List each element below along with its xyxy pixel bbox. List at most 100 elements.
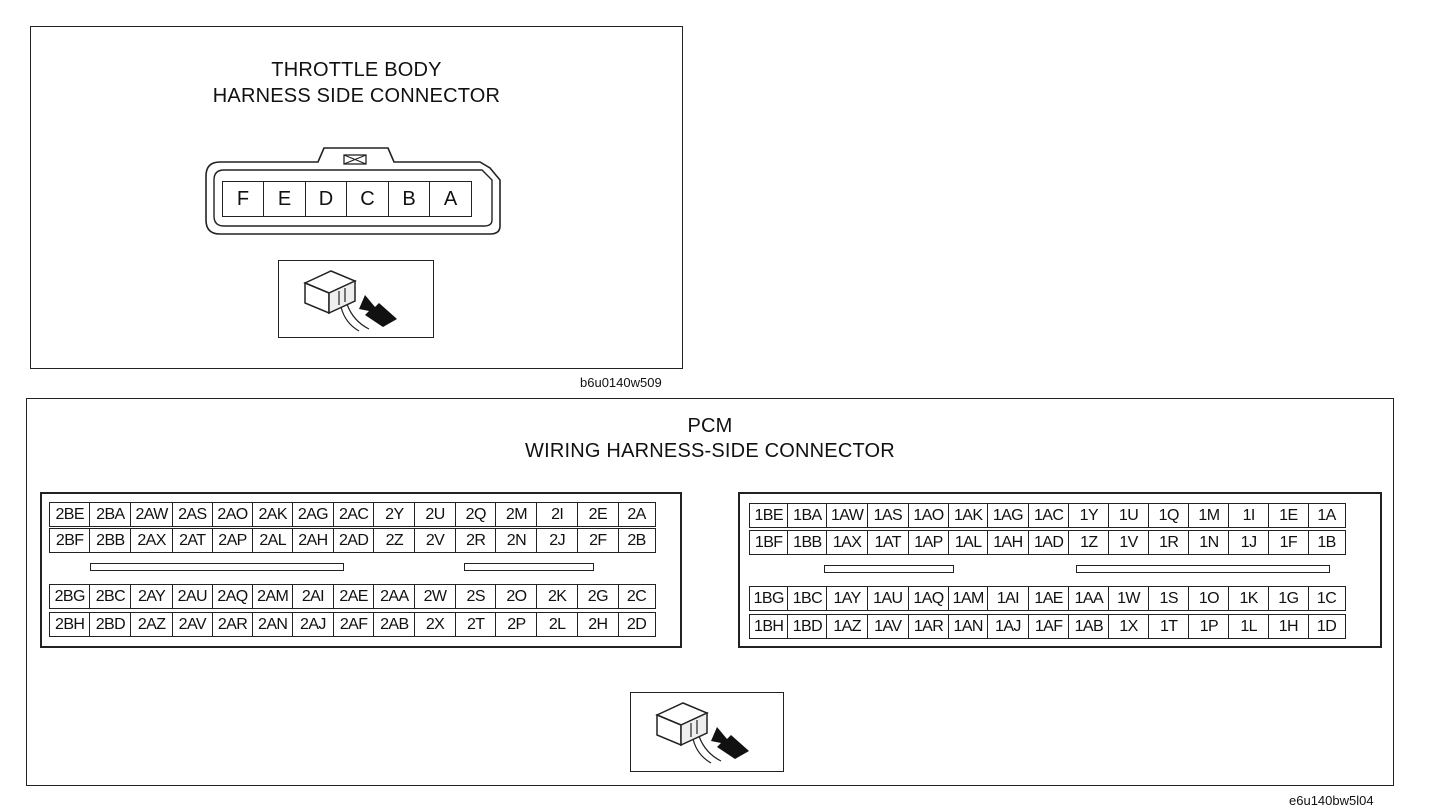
pcm-pin: 2BB (89, 528, 132, 553)
pcm-pin: 2W (414, 584, 457, 609)
pcm-pin: 1Z (1068, 530, 1110, 555)
pcm-pin: 2Q (454, 502, 497, 527)
pcm-pin: 2AB (373, 612, 416, 637)
pcm-pin: 2AW (130, 502, 174, 527)
pcm-pin: 1AX (826, 530, 869, 555)
pcm-pin: 2K (536, 584, 579, 609)
pcm-pin: 1J (1228, 530, 1270, 555)
pcm-pin: 1BA (787, 503, 828, 528)
pcm-pin: 1AR (907, 614, 950, 639)
throttle-title-line1: THROTTLE BODY (271, 59, 442, 81)
pcm-pin: 2AS (171, 502, 213, 527)
pcm-pin: 1AM (948, 586, 989, 611)
connector-plug-icon (655, 702, 749, 764)
pcm-pin: 2J (536, 528, 579, 553)
pcm-pin: 2V (414, 528, 457, 553)
pcm-pin: 1X (1108, 614, 1150, 639)
pcm-pin: 1P (1188, 614, 1230, 639)
pcm-pin: 1I (1228, 503, 1270, 528)
pcm-pin: 1AS (866, 503, 909, 528)
pcm-pin: 2AL (252, 528, 294, 553)
connector-key-bar (464, 563, 594, 571)
pcm-pin: 1AE (1027, 586, 1070, 611)
pcm-pin: 2AD (332, 528, 375, 553)
pcm-pin: 2AI (291, 584, 334, 609)
pcm-pin: 2O (495, 584, 538, 609)
pcm-pin: 2AO (211, 502, 254, 527)
pcm-pin: 2AP (211, 528, 254, 553)
pcm-pin: 1AF (1027, 614, 1070, 639)
pcm-pin: 1AB (1068, 614, 1110, 639)
pcm-pin: 2L (536, 612, 579, 637)
pcm-pin: 1BE (748, 503, 789, 528)
pcm-pin: 1W (1108, 586, 1150, 611)
throttle-pin: A (429, 181, 472, 217)
pcm-pin: 1AW (826, 503, 869, 528)
pcm-pin: 2I (536, 502, 579, 527)
pcm-pin: 1V (1108, 530, 1150, 555)
pcm-pin: 2E (576, 502, 619, 527)
pcm-pin: 1AQ (907, 586, 950, 611)
pcm-figure-code: e6u140bw5l04 (1289, 793, 1374, 808)
pcm-pin: 2AM (252, 584, 294, 609)
pcm-pin: 1BB (787, 530, 828, 555)
throttle-pin: B (387, 181, 431, 217)
pcm-pin: 2AT (171, 528, 213, 553)
pcm-pin: 2BC (89, 584, 132, 609)
throttle-figure-code: b6u0140w509 (580, 375, 662, 390)
connector-plug-icon (303, 270, 397, 332)
pcm-pin: 2C (617, 584, 656, 609)
pcm-pin: 2N (495, 528, 538, 553)
pcm-pin: 1AZ (826, 614, 869, 639)
pcm-pin: 1AA (1068, 586, 1110, 611)
connector-key-bar (1076, 565, 1330, 573)
pcm-pin: 2AE (332, 584, 375, 609)
pcm-pin: 2M (495, 502, 538, 527)
pcm-pin: 1S (1147, 586, 1190, 611)
throttle-connector-outline (205, 147, 501, 235)
pcm-pin: 1AD (1027, 530, 1070, 555)
pcm-pin: 2T (454, 612, 497, 637)
pcm-pin: 2AC (332, 502, 375, 527)
pcm-pin: 1AU (866, 586, 909, 611)
pcm-pin: 2G (576, 584, 619, 609)
pcm-pin: 1Y (1068, 503, 1110, 528)
pcm-pin: 2BF (48, 528, 91, 553)
pcm-pin: 1O (1188, 586, 1230, 611)
pcm-pin: 2A (617, 502, 656, 527)
pcm-pin: 2U (414, 502, 457, 527)
pcm-pin: 2AX (130, 528, 174, 553)
throttle-pin: F (221, 181, 265, 217)
pcm-title-line1: PCM (687, 415, 733, 437)
pcm-pin: 1H (1267, 614, 1309, 639)
pcm-pin: 1BC (787, 586, 828, 611)
pcm-pin: 2AH (291, 528, 334, 553)
pcm-pin: 2AF (332, 612, 375, 637)
pcm-pin: 2R (454, 528, 497, 553)
pcm-pin: 1E (1267, 503, 1309, 528)
pcm-pin: 1F (1267, 530, 1309, 555)
pcm-pin: 1BD (787, 614, 828, 639)
throttle-pin: C (346, 181, 389, 217)
pcm-pin: 1BF (748, 530, 789, 555)
pcm-pin: 1K (1228, 586, 1270, 611)
pcm-pin: 1B (1307, 530, 1346, 555)
pcm-title-line2: WIRING HARNESS-SIDE CONNECTOR (525, 440, 895, 462)
throttle-pin-row: F E D C B A (221, 181, 472, 217)
pcm-pin: 1AC (1027, 503, 1070, 528)
pcm-pin: 1AI (986, 586, 1029, 611)
pcm-pin: 1T (1147, 614, 1190, 639)
pcm-pin: 2D (617, 612, 656, 637)
throttle-title-line2: HARNESS SIDE CONNECTOR (212, 85, 501, 107)
pcm-pin: 2B (617, 528, 656, 553)
pcm-pin: 1AG (986, 503, 1029, 528)
pcm-pin: 1AP (907, 530, 950, 555)
pcm-pin: 2BE (48, 502, 91, 527)
throttle-connector-thumbnail (278, 260, 434, 338)
